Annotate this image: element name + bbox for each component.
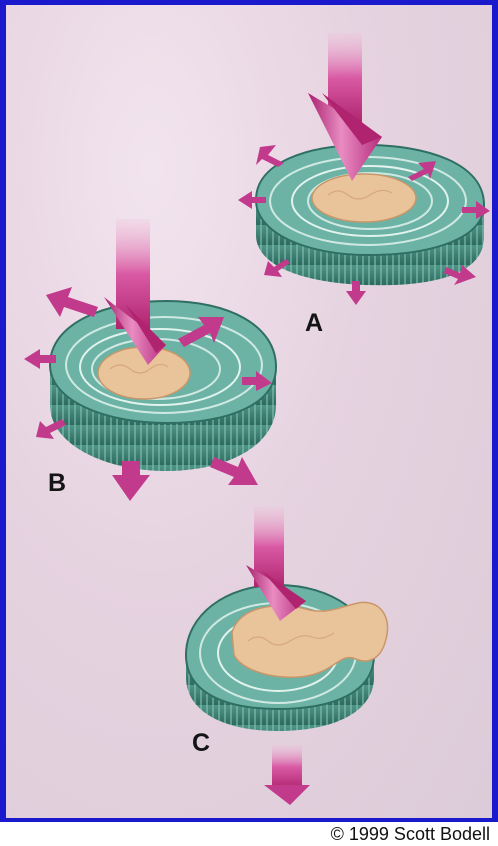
label-b: B [48, 469, 66, 498]
label-a: A [305, 309, 323, 338]
disc-c-downward-arrow [264, 745, 310, 805]
copyright-strip: © 1999 Scott Bodell [0, 822, 498, 846]
disc-b [24, 219, 276, 501]
copyright-text: © 1999 Scott Bodell [331, 824, 490, 845]
disc-c [186, 507, 388, 805]
label-c: C [192, 729, 210, 758]
disc-illustration [6, 5, 492, 818]
blue-frame: A B C [0, 0, 498, 822]
illustration-panel: A B C [6, 5, 492, 818]
disc-a [238, 33, 490, 305]
